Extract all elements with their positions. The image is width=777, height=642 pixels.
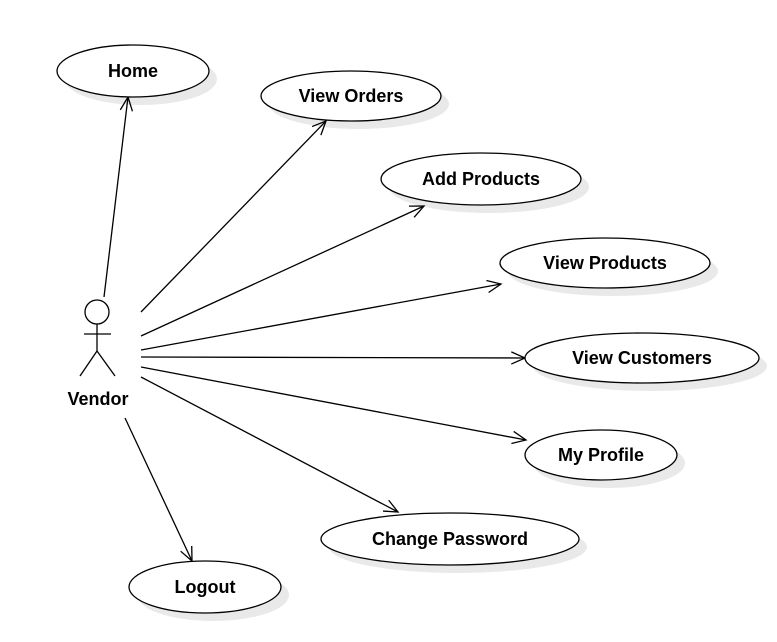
association-line-view-customers [140,356,526,359]
view-products-label: View Products [543,253,667,273]
association-line-view-orders [140,120,327,313]
logout-ellipse [128,560,282,614]
arrowhead-add-products [408,205,426,218]
association-line-change-password [140,376,399,513]
association-logout [124,417,193,563]
view-customers-ellipse [524,332,760,384]
view-products-ellipse [499,237,711,289]
my-profile-label: My Profile [558,445,644,465]
association-view-orders [140,119,328,313]
change-password-label: Change Password [372,529,528,549]
association-line-home [103,96,129,298]
association-view-products [140,279,503,351]
association-my-profile [140,366,528,445]
use-case-my-profile[interactable]: My Profile [524,429,678,481]
home-ellipse [56,44,210,98]
view-orders-label: View Orders [299,86,404,106]
arrowhead-view-products [486,279,503,294]
actor-vendor[interactable]: Vendor [67,299,129,409]
arrowhead-view-orders [311,119,328,136]
association-line-my-profile [140,366,527,441]
actor-label: Vendor [67,389,128,409]
use-case-add-products[interactable]: Add Products [380,152,582,206]
association-view-customers [140,351,527,365]
view-customers-label: View Customers [572,348,712,368]
association-change-password [140,376,400,513]
use-case-change-password[interactable]: Change Password [320,512,580,566]
arrowhead-my-profile [511,430,528,445]
change-password-ellipse [320,512,580,566]
use-case-logout[interactable]: Logout [128,560,282,614]
add-products-label: Add Products [422,169,540,189]
association-add-products [140,205,426,337]
association-home [103,95,134,298]
actor-right-leg [96,350,116,377]
use-case-home[interactable]: Home [56,44,210,98]
association-line-logout [124,417,193,562]
actor-head [84,299,110,325]
my-profile-ellipse [524,429,678,481]
arrowhead-change-password [382,499,400,513]
home-label: Home [108,61,158,81]
use-case-view-customers[interactable]: View Customers [524,332,760,384]
add-products-ellipse [380,152,582,206]
actor-left-leg [79,350,98,377]
use-case-view-products[interactable]: View Products [499,237,711,289]
view-orders-ellipse [260,70,442,122]
association-line-add-products [140,205,425,337]
use-case-view-orders[interactable]: View Orders [260,70,442,122]
logout-label: Logout [175,577,236,597]
association-line-view-products [140,283,502,351]
